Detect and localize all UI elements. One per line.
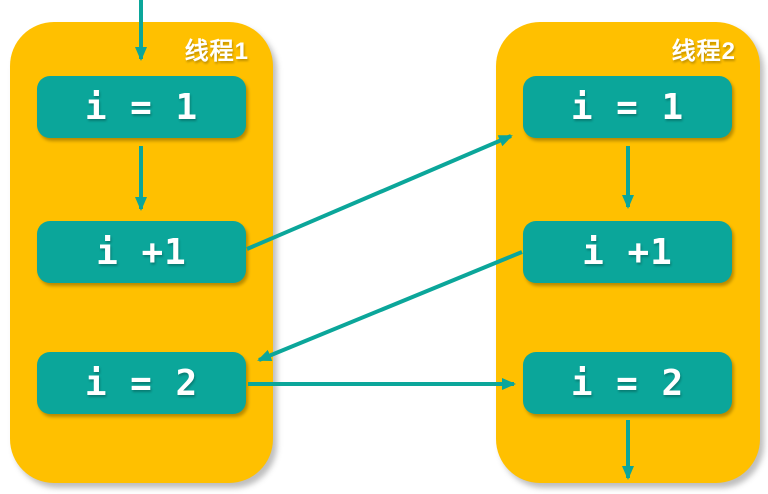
thread-1-container: 线程1 i = 1 i +1 i = 2 [10,22,273,483]
thread-2-box-i-plus-1: i +1 [523,221,732,283]
arrow-thread2-iplus1-to-thread1-i2 [257,250,523,362]
thread-2-label: 线程2 [671,38,736,65]
thread-1-box-i-eq-2: i = 2 [37,352,246,414]
arrow-thread1-iplus1-to-thread2-i1 [246,134,513,251]
thread-1-box-i-plus-1: i +1 [37,221,246,283]
thread-1-label: 线程1 [184,38,249,65]
thread-2-box-i-eq-2: i = 2 [523,352,732,414]
thread-2-container: 线程2 i = 1 i +1 i = 2 [496,22,760,483]
thread-2-box-i-eq-1: i = 1 [523,76,732,138]
thread-1-box-i-eq-1: i = 1 [37,76,246,138]
